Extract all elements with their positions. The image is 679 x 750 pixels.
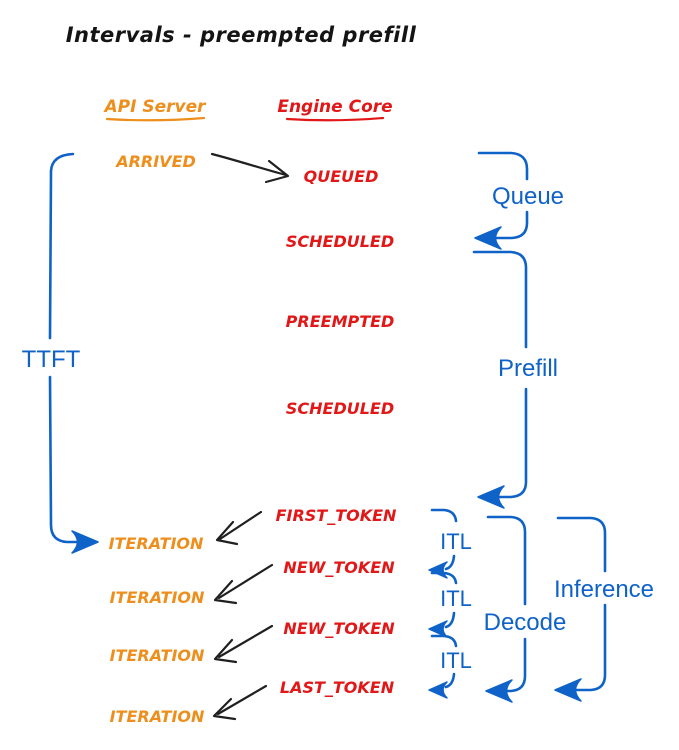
inference-bracket [554, 516, 607, 702]
queue-bracket [474, 151, 529, 250]
arrow-arrived-to-queued [210, 152, 290, 184]
event-queued: QUEUED [304, 167, 379, 186]
page-title: Intervals - preempted prefill [66, 23, 417, 47]
itl-3-arrowhead-icon [428, 681, 448, 699]
prefill-bracket [472, 250, 528, 509]
ttft-arrowhead-icon [71, 530, 99, 554]
arrow-new-token-1-to-iteration-2 [213, 563, 274, 605]
event-scheduled-1: SCHEDULED [286, 232, 394, 251]
event-arrived: ARRIVED [114, 152, 196, 171]
itl-bracket-2 [428, 571, 458, 638]
engine-core-underline [285, 116, 385, 122]
queue-arrowhead-icon [474, 226, 502, 250]
event-new-token-1: NEW_TOKEN [283, 558, 395, 577]
ttft-bracket [48, 152, 99, 554]
interval-label-prefill: Prefill [498, 355, 558, 382]
event-preempted: PREEMPTED [286, 312, 395, 331]
itl-1-arrowhead-icon [428, 561, 448, 579]
event-iteration-2: ITERATION [110, 588, 205, 607]
itl-bracket-3 [428, 634, 458, 699]
event-new-token-2: NEW_TOKEN [283, 619, 395, 638]
interval-label-itl-1: ITL [440, 529, 472, 554]
interval-label-inference: Inference [554, 576, 654, 603]
column-header-engine-core: Engine Core [277, 97, 392, 117]
event-iteration-4: ITERATION [110, 707, 205, 726]
event-last-token: LAST_TOKEN [280, 678, 395, 697]
event-scheduled-2: SCHEDULED [286, 399, 394, 418]
interval-label-itl-3: ITL [440, 648, 472, 673]
arrow-first-token-to-iteration-1 [215, 510, 263, 546]
column-header-api-server: API Server [102, 97, 207, 117]
arrow-new-token-2-to-iteration-3 [213, 624, 274, 664]
interval-label-queue: Queue [492, 183, 564, 210]
prefill-arrowhead-icon [477, 485, 505, 509]
arrow-last-token-to-iteration-4 [212, 684, 268, 721]
interval-label-itl-2: ITL [440, 586, 472, 611]
event-first-token: FIRST_TOKEN [276, 506, 397, 525]
itl-2-arrowhead-icon [428, 620, 448, 638]
interval-label-ttft: TTFT [22, 346, 81, 373]
decode-arrowhead-icon [485, 679, 513, 703]
decode-bracket [485, 515, 527, 703]
inference-arrowhead-icon [554, 678, 582, 702]
api-server-underline [105, 116, 206, 122]
event-iteration-3: ITERATION [110, 646, 205, 665]
interval-label-decode: Decode [484, 609, 567, 636]
event-iteration-1: ITERATION [109, 534, 204, 553]
